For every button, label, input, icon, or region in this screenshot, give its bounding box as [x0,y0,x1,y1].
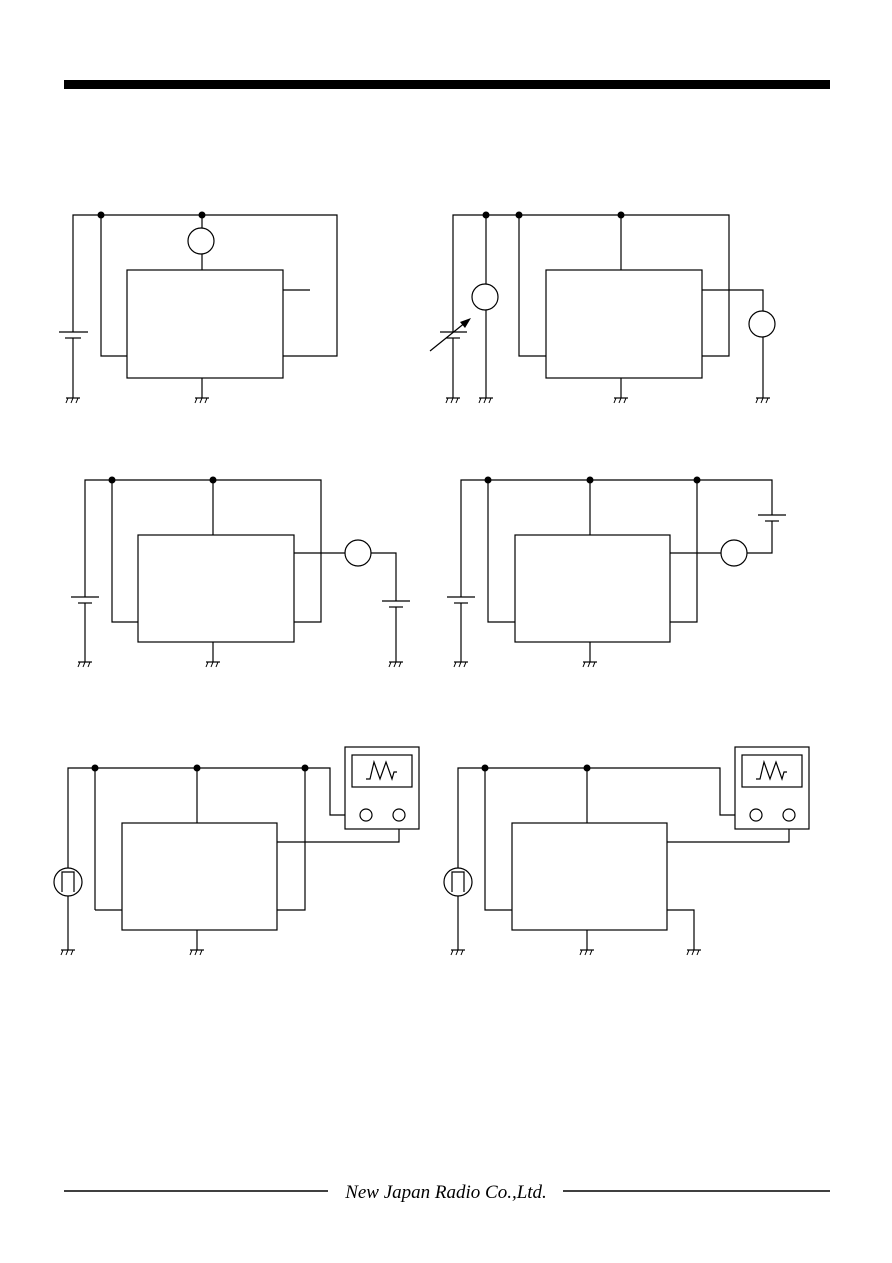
ground-icon [686,949,702,956]
ground-icon [194,397,210,404]
device-under-test-box [511,822,668,931]
ground-icon [453,661,469,668]
ground-icon [65,397,81,404]
test-circuit-3 [71,476,410,668]
ground-icon [478,397,494,404]
test-circuit-1 [59,211,338,404]
ground-icon [77,661,93,668]
test-circuit-6 [443,746,810,956]
header-rule [64,80,830,89]
meter-circle [748,310,776,338]
meter-circle [471,283,499,311]
meter-circle [344,539,372,567]
device-under-test-box [545,269,703,379]
meter-circle [187,227,215,255]
pulse-generator-icon [53,867,83,897]
ground-icon [613,397,629,404]
test-circuit-2 [429,211,776,404]
ground-icon [579,949,595,956]
meter-circle [720,539,748,567]
device-under-test-box [126,269,284,379]
test-circuit-4 [447,476,786,668]
ground-icon [450,949,466,956]
ground-icon [205,661,221,668]
ground-icon [755,397,771,404]
test-circuit-5 [53,746,420,956]
ground-icon [388,661,404,668]
device-under-test-box [121,822,278,931]
device-under-test-box [137,534,295,643]
pulse-generator-icon [443,867,473,897]
ground-icon [445,397,461,404]
oscilloscope-icon [344,746,420,830]
ground-icon [189,949,205,956]
ground-icon [582,661,598,668]
arrow-icon [460,318,471,328]
company-logo: New Japan Radio Co.,Ltd. [344,1182,547,1203]
device-under-test-box [514,534,671,643]
ground-icon [60,949,76,956]
oscilloscope-icon [734,746,810,830]
